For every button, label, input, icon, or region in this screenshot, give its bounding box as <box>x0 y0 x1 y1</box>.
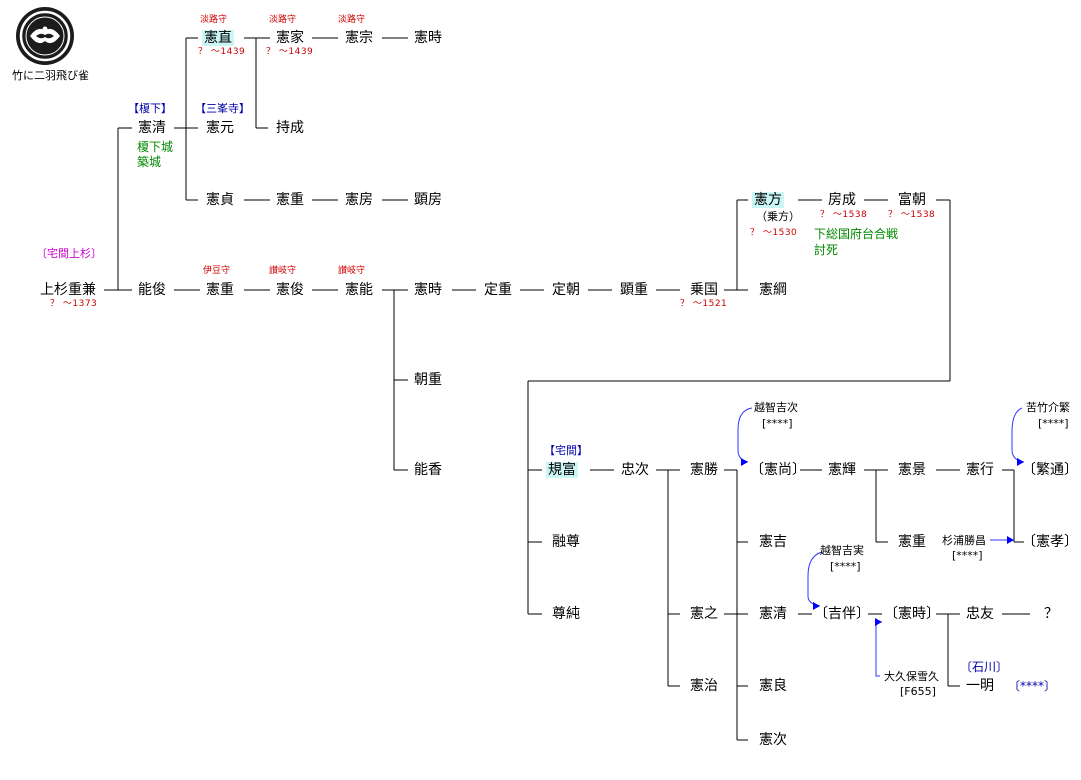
person-node: 憲能 <box>345 282 373 298</box>
person-id: [F655] <box>900 685 936 698</box>
title-label: 淡路守 <box>338 15 366 25</box>
branch-label-takuma-uesugi: 〔宅間上杉〕 <box>36 247 102 260</box>
adoptive-parent-note: 苦竹介繁 <box>1026 401 1070 414</box>
person-node: 憲家 <box>276 30 304 46</box>
title-label: 淡路守 <box>200 15 228 25</box>
person-node: 憲俊 <box>276 282 304 298</box>
castle-note: 榎下城 <box>137 140 174 154</box>
person-id: [****] <box>830 560 861 573</box>
person-node: 〔憲時〕 <box>884 606 940 622</box>
family-crest-icon <box>16 7 74 65</box>
person-node: 定朝 <box>552 282 580 298</box>
person-node: 顕房 <box>414 192 442 208</box>
branch-label-sanbonji: 【三峯寺】 <box>195 102 250 115</box>
title-label: 淡路守 <box>269 15 297 25</box>
person-node-highlighted: 規富 <box>546 462 578 478</box>
person-node: 定重 <box>484 282 512 298</box>
castle-note-2: 築城 <box>137 155 162 169</box>
person-node: 憲景 <box>898 462 926 478</box>
adoptive-parent-note: 越智吉実 <box>820 544 864 557</box>
person-node: 憲清 <box>759 606 787 622</box>
person-node: 憲重 <box>206 282 234 298</box>
person-node: 〔繁通〕 <box>1022 462 1078 478</box>
date-label: ？ ～1538 <box>888 210 936 220</box>
person-node: 能香 <box>414 462 442 478</box>
person-node: 忠友 <box>966 606 994 622</box>
date-label: ？ ～1521 <box>680 299 728 309</box>
id-note: 〔****〕 <box>1008 679 1057 693</box>
person-node: 〔憲孝〕 <box>1022 534 1078 550</box>
person-node: 憲綱 <box>759 282 787 298</box>
person-id: [****] <box>952 549 983 562</box>
person-node: 憲治 <box>690 678 718 694</box>
person-node: 融尊 <box>552 534 580 550</box>
title-label: 讃岐守 <box>338 266 366 276</box>
person-node: 憲之 <box>690 606 718 622</box>
person-node: 憲元 <box>206 120 234 136</box>
person-node-highlighted: 憲方 <box>752 192 784 208</box>
person-id: [****] <box>1038 417 1069 430</box>
person-alias: （乗方） <box>756 210 800 223</box>
title-label: 伊豆守 <box>203 266 231 276</box>
battle-note: 下総国府台合戦 <box>814 227 899 241</box>
date-label: ？ ～1439 <box>266 47 314 57</box>
person-node: 上杉重兼 <box>40 282 96 298</box>
person-node: 富朝 <box>898 192 926 208</box>
person-node: 忠次 <box>621 462 649 478</box>
person-node: 一明 <box>966 678 994 694</box>
person-node: 憲吉 <box>759 534 787 550</box>
person-id: [****] <box>762 417 793 430</box>
branch-label-takuma: 【宅間】 <box>544 444 588 457</box>
crest-caption: 竹に二羽飛び雀 <box>12 69 89 82</box>
person-node: 顕重 <box>620 282 648 298</box>
adoptive-parent-note: 越智吉次 <box>754 401 798 414</box>
adoptive-parent-note: 大久保雪久 <box>884 670 939 683</box>
branch-label-ishikawa: 〔石川〕 <box>960 660 1009 674</box>
person-node: 憲良 <box>759 678 787 694</box>
person-node: 憲重 <box>276 192 304 208</box>
adoptive-parent-note: 杉浦勝昌 <box>942 534 986 547</box>
title-label: 讃岐守 <box>269 266 297 276</box>
person-node: 房成 <box>828 192 856 208</box>
person-node: 憲次 <box>759 732 787 748</box>
person-node: 憲房 <box>345 192 373 208</box>
date-label: ？ ～1439 <box>198 47 246 57</box>
person-node: 憲行 <box>966 462 994 478</box>
person-node: 憲輝 <box>828 462 856 478</box>
branch-label-enokishita: 【榎下】 <box>128 102 172 115</box>
person-node: 〔憲尚〕 <box>750 462 806 478</box>
person-node: 乗国 <box>690 282 718 298</box>
person-node: 持成 <box>276 120 304 136</box>
person-node: 朝重 <box>414 372 442 388</box>
person-node: 憲清 <box>138 120 166 136</box>
person-node: 尊純 <box>552 606 580 622</box>
person-node: 憲時 <box>414 30 442 46</box>
person-node-highlighted: 憲直 <box>202 30 234 46</box>
date-label: ？ ～1530 <box>750 228 798 238</box>
date-label: ？ ～1538 <box>820 210 868 220</box>
person-node: 〔吉伴〕 <box>814 606 870 622</box>
person-node: 憲勝 <box>690 462 718 478</box>
person-node: 能俊 <box>138 282 166 298</box>
person-node: 憲重 <box>898 534 926 550</box>
battle-note-2: 討死 <box>814 243 839 257</box>
person-node: ？ <box>1044 606 1058 622</box>
person-node: 憲貞 <box>206 192 234 208</box>
person-node: 憲時 <box>414 282 442 298</box>
date-label: ？ ～1373 <box>50 299 98 309</box>
person-node: 憲宗 <box>345 30 373 46</box>
